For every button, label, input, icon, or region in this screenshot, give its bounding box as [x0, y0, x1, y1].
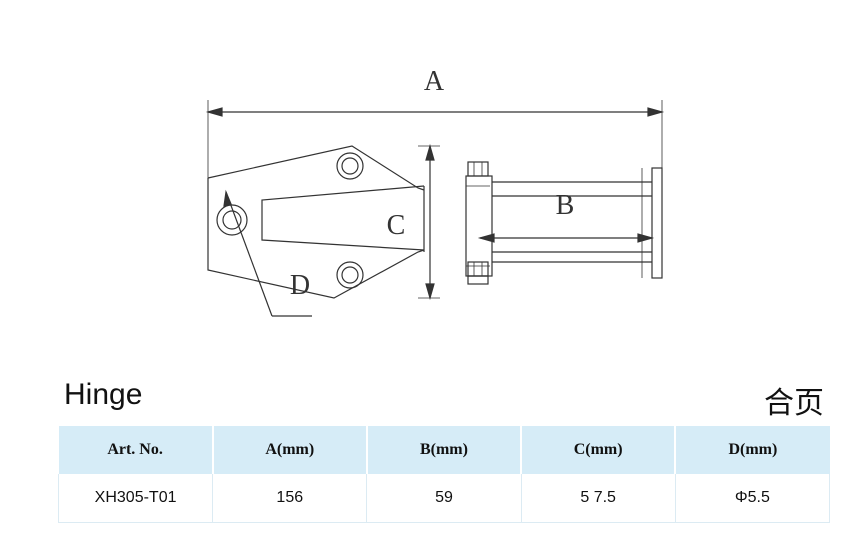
dimension-a-label: A [424, 66, 445, 97]
table-row: XH305-T01 156 59 5 7.5 Φ5.5 [57, 474, 831, 523]
product-title-chinese: 合页 [764, 386, 824, 421]
header-a-mm: A(mm) [212, 426, 368, 474]
cell-art-no: XH305-T01 [57, 474, 214, 523]
spec-table: Art. No. A(mm) B(mm) C(mm) D(mm) XH305-T… [57, 426, 831, 523]
cell-b-mm: 59 [366, 474, 522, 523]
dimension-b-label: B [556, 190, 575, 221]
header-d-mm: D(mm) [675, 426, 830, 474]
cell-a-mm: 156 [212, 474, 368, 523]
dimension-c-label: C [387, 210, 406, 241]
cell-c-mm: 5 7.5 [521, 474, 676, 523]
header-c-mm: C(mm) [521, 426, 677, 474]
dimension-d-label: D [290, 270, 310, 301]
spec-table-header-row: Art. No. A(mm) B(mm) C(mm) D(mm) [58, 426, 830, 474]
product-title-english: Hinge [64, 378, 143, 411]
cell-d-mm: Φ5.5 [675, 474, 831, 523]
hinge-technical-drawing: A B C D [205, 66, 665, 317]
header-b-mm: B(mm) [366, 426, 523, 474]
header-art-no: Art. No. [58, 426, 214, 474]
